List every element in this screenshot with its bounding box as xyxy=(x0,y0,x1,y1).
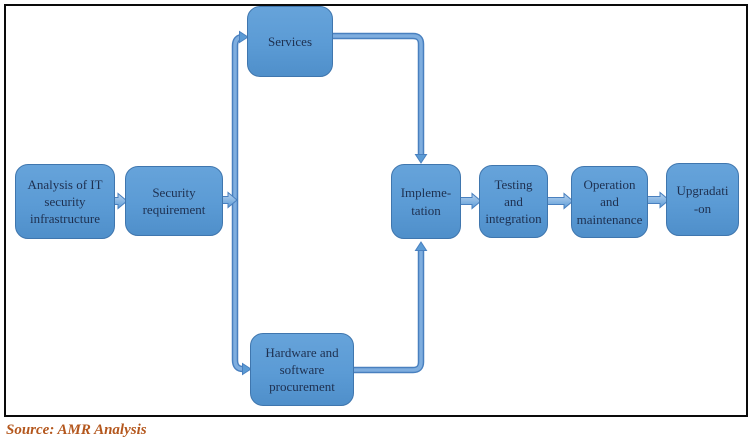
arrowhead-to-implementation-bottom xyxy=(414,241,428,251)
arrowhead-to-implementation-top xyxy=(414,154,428,164)
arrowhead-to-services xyxy=(239,30,249,44)
node-services: Services xyxy=(247,6,333,77)
arrow-testing-to-operation xyxy=(545,192,574,210)
node-testing-integration: Testing and integration xyxy=(479,165,548,238)
connector-hardware-implementation xyxy=(352,241,428,374)
node-analysis-it-security-infrastructure: Analysis of IT security infrastructure xyxy=(15,164,115,239)
node-upgradation: Upgradati -on xyxy=(666,163,739,236)
connector-services-implementation xyxy=(332,32,428,164)
arrow-implementation-to-testing xyxy=(457,192,482,210)
node-hardware-software-procurement: Hardware and software procurement xyxy=(250,333,354,406)
arrowhead-to-hardware xyxy=(242,362,252,376)
source-attribution: Source: AMR Analysis xyxy=(6,422,147,438)
node-operation-maintenance: Operation and maintenance xyxy=(571,166,648,238)
node-security-requirement: Security requirement xyxy=(125,166,223,236)
node-implementation: Impleme- tation xyxy=(391,164,461,239)
connector-branch-left xyxy=(231,30,252,376)
